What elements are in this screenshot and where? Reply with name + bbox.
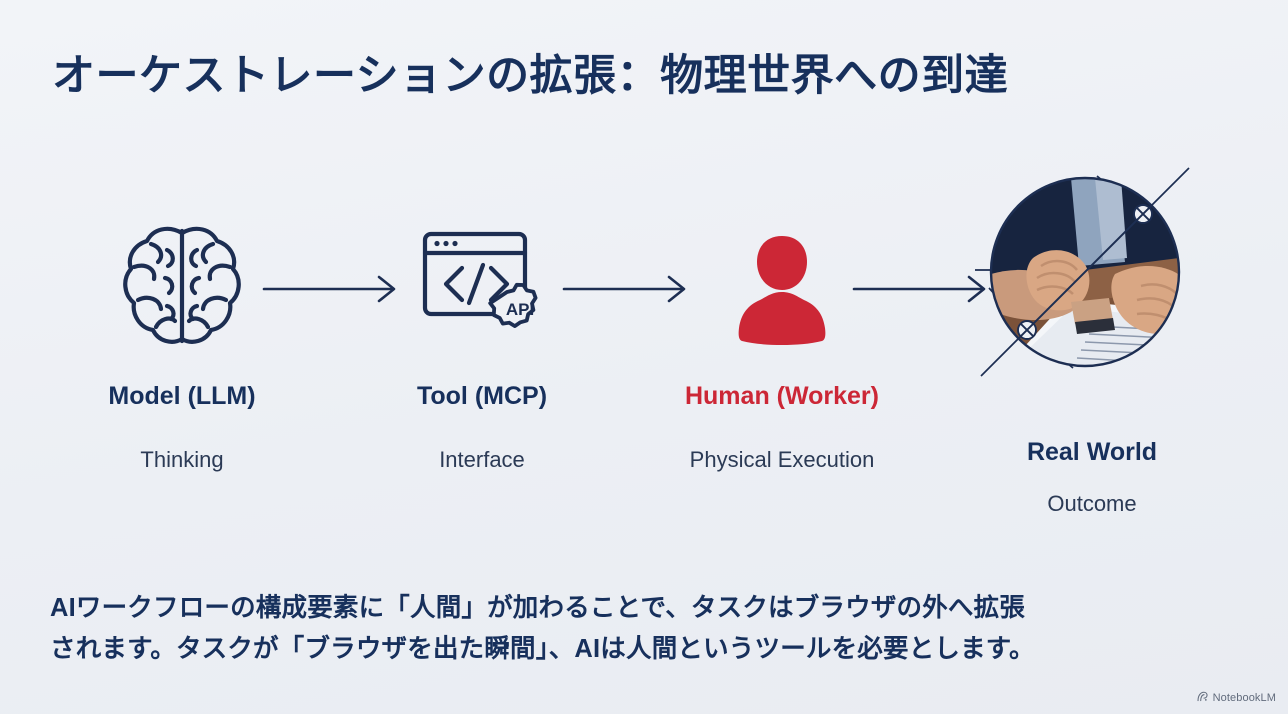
api-badge-label: API	[506, 300, 534, 319]
flow-node-tool-labels: Tool (MCP) Interface	[382, 382, 582, 473]
flow-node-model-labels: Model (LLM) Thinking	[82, 382, 282, 473]
api-code-window-icon: API	[382, 210, 582, 360]
page-title: オーケストレーションの拡張：物理世界への到達	[52, 52, 1009, 100]
flow-node-human[interactable]: Human (Worker) Physical Execution	[662, 210, 902, 473]
notebooklm-logo-icon	[1196, 690, 1209, 706]
flow-node-model-title: Model (LLM)	[108, 382, 256, 410]
watermark: NotebookLM	[1196, 690, 1276, 706]
orchestration-flow-diagram: Model (LLM) Thinking	[0, 150, 1288, 530]
flow-node-real-world-labels: Real World Outcome	[992, 438, 1192, 517]
flow-node-model[interactable]: Model (LLM) Thinking	[82, 210, 282, 473]
flow-node-tool-subtitle: Interface	[439, 447, 525, 472]
photo-crosshair-overlay	[975, 167, 1190, 377]
caption-block: AIワークフローの構成要素に「人間」が加わることで、タスクはブラウザの外へ拡張 …	[50, 588, 1245, 671]
crosshair-node	[1017, 320, 1037, 340]
watermark-label: NotebookLM	[1212, 692, 1276, 704]
person-silhouette-icon	[662, 210, 902, 360]
flow-node-human-labels: Human (Worker) Physical Execution	[662, 382, 902, 473]
flow-node-real-world-subtitle: Outcome	[1047, 491, 1137, 516]
crosshair-node	[1133, 204, 1153, 224]
real-world-photo-group	[975, 162, 1195, 382]
flow-node-real-world-title: Real World	[1026, 438, 1158, 466]
brain-icon	[82, 210, 282, 360]
flow-node-model-subtitle: Thinking	[140, 447, 224, 472]
flow-node-tool-title: Tool (MCP)	[416, 382, 548, 410]
flow-node-human-title: Human (Worker)	[684, 382, 879, 410]
real-world-icon-slot	[992, 170, 1192, 420]
flow-node-tool[interactable]: API Tool (MCP) Interface	[382, 210, 582, 473]
flow-node-human-subtitle: Physical Execution	[689, 447, 875, 472]
flow-node-real-world[interactable]: Real World Outcome	[992, 170, 1192, 517]
caption-line-1: AIワークフローの構成要素に「人間」が加わることで、タスクはブラウザの外へ拡張	[50, 594, 1026, 622]
caption-line-2: されます。タスクが「ブラウザを出た瞬間」、AIは人間というツールを必要とします。	[50, 635, 1035, 664]
